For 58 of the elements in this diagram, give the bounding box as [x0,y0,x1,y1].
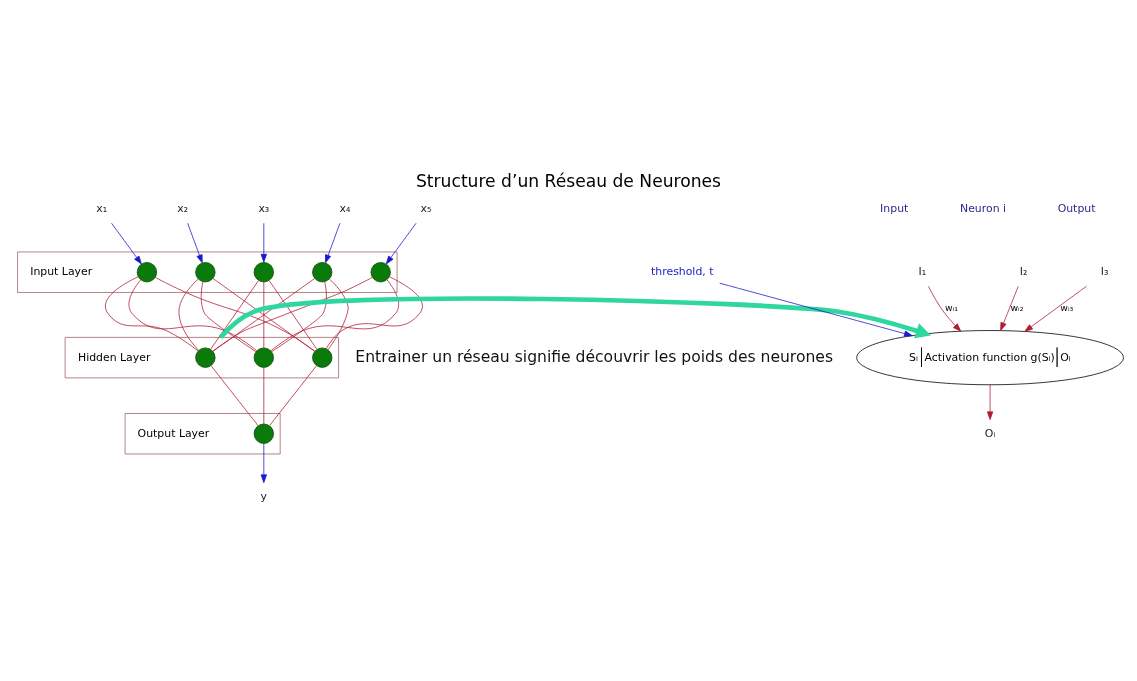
connector [263,367,265,425]
label: Entrainer un réseau signifie découvrir les poids des neurones [355,347,834,366]
node-text: I₃ [1100,265,1109,279]
connector [210,280,259,350]
arrow [1000,286,1019,331]
node-text: x₄ [339,201,351,215]
edge-label: wᵢ₃ [1060,301,1074,313]
arrow [385,222,417,265]
arrow [719,282,913,337]
node-text: Oᵢ [984,426,996,440]
edge-label: wᵢ₁ [944,301,959,313]
cluster: Hidden Layer [64,337,339,379]
arrow [325,222,341,264]
connector [325,276,423,350]
node-circle [195,262,216,283]
label: Output [1057,201,1096,215]
node-text: x₃ [258,201,270,215]
node-circle [253,262,274,283]
connector [268,280,318,350]
connector [200,281,257,353]
connector [128,279,257,352]
node-circle [195,347,216,368]
node-text: y [260,489,268,503]
arrow [111,222,142,265]
arrow [1024,285,1087,332]
node-text: I₂ [1019,265,1028,279]
node-text: x₂ [177,201,189,215]
node-circle [136,262,158,283]
connector [271,281,327,353]
node-circle [312,262,333,283]
connector [210,365,259,426]
arrow [928,286,962,332]
arrow [187,222,203,264]
node-text: x₁ [96,201,108,215]
node-circle [253,423,274,444]
connector [212,277,373,352]
connector [263,281,265,349]
node-text: x₅ [420,201,432,215]
cluster: Output Layer [124,413,281,455]
label: Neuron i [960,201,1007,215]
connector [269,365,317,426]
arrow [218,296,931,339]
diagram-title: Structure d’un Réseau de Neurones [416,170,721,191]
connector [154,277,316,352]
node-circle [253,347,274,368]
connector [270,279,400,352]
node-text: I₁ [918,265,927,279]
node-text: threshold, t [651,265,714,279]
node-circle [370,262,391,283]
arrow [986,384,994,421]
connector [178,278,200,351]
arrow [260,443,267,483]
edge-label: wᵢ₂ [1010,301,1024,313]
label: Input [880,201,909,215]
connector [104,276,199,352]
node-circle [312,347,333,368]
arrow [260,222,267,263]
connector [327,278,349,351]
